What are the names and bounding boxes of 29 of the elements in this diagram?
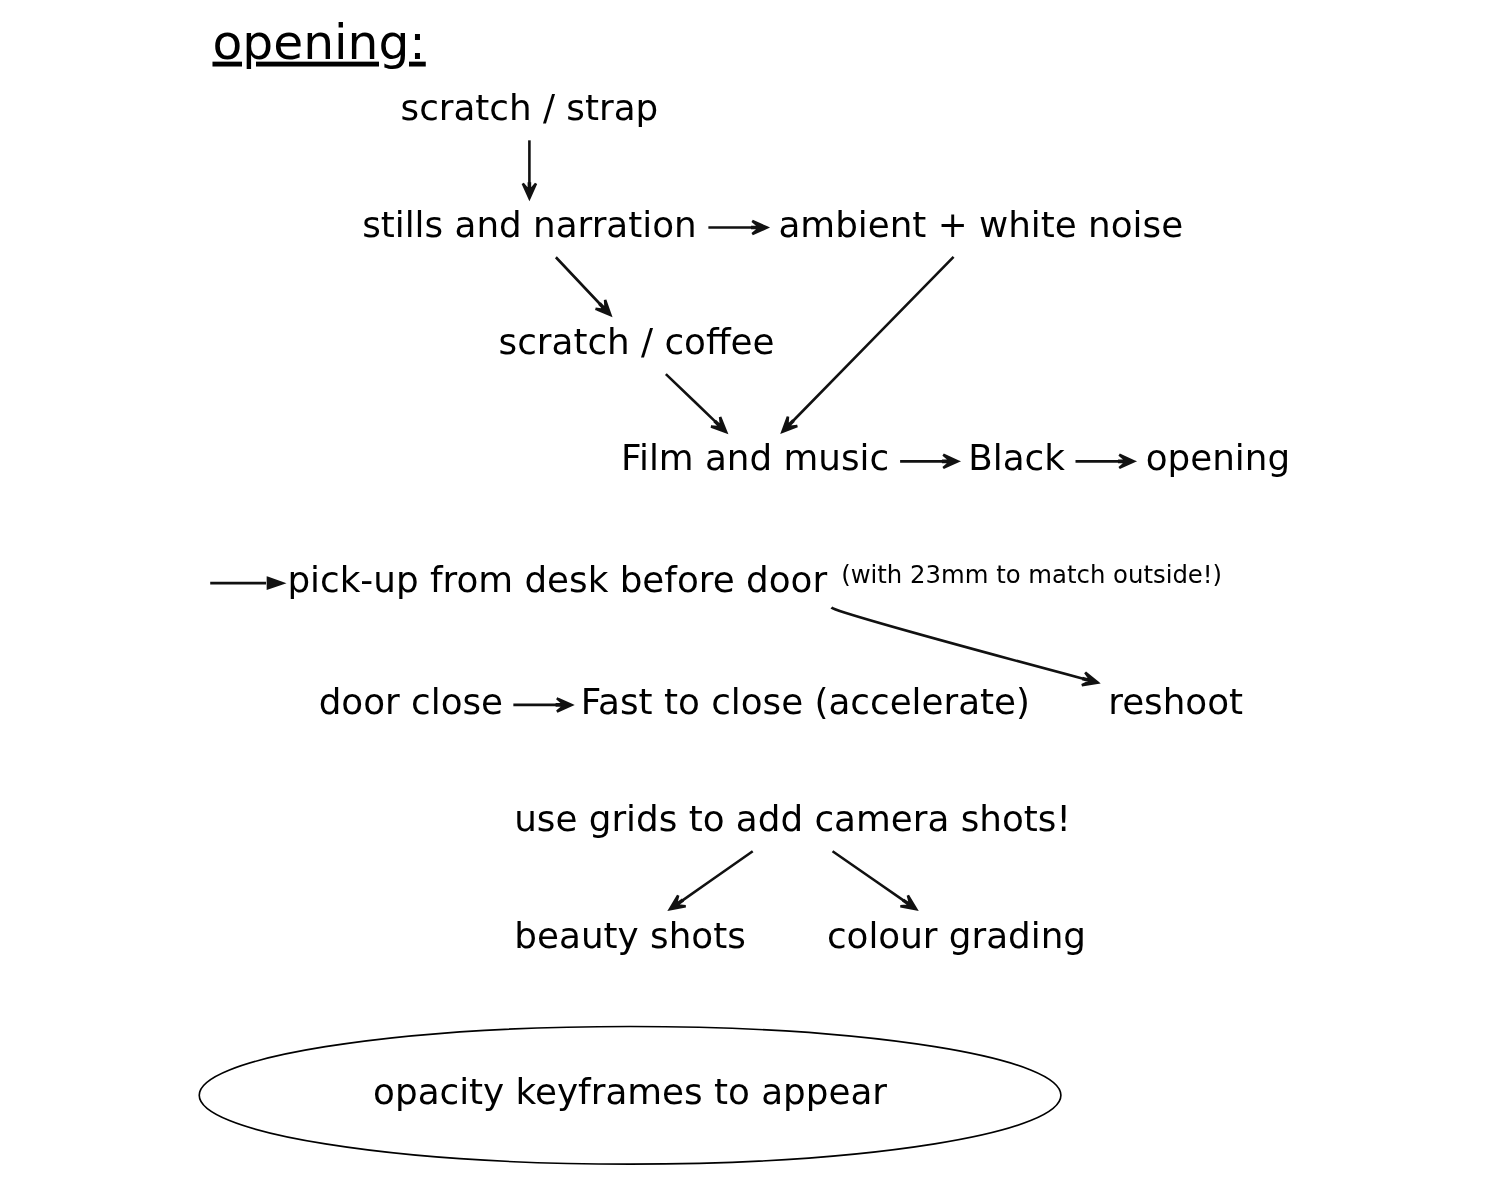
node-text: stills and narration xyxy=(361,203,697,245)
arrow xyxy=(554,256,612,317)
arrow xyxy=(521,140,537,200)
arrow xyxy=(664,373,727,434)
diagram-title: opening: xyxy=(211,13,426,70)
arrow xyxy=(831,850,917,911)
node-text: ambient + white noise xyxy=(777,203,1183,245)
node-text: reshoot xyxy=(1107,681,1243,722)
node-text: beauty shots xyxy=(513,914,746,956)
node-ellipse: opacity keyframes to appear xyxy=(197,1025,1062,1165)
node-text: pick-up from desk before door xyxy=(286,559,827,601)
arrow xyxy=(780,256,954,434)
node-text: scratch / strap xyxy=(400,86,658,128)
node-text: Black xyxy=(967,437,1065,479)
node-text: Film and music xyxy=(620,437,889,479)
node-text: opening xyxy=(1145,437,1290,479)
node-text: colour grading xyxy=(826,914,1086,956)
node-text: use grids to add camera shots! xyxy=(513,797,1071,839)
arrow xyxy=(512,697,573,713)
arrow xyxy=(209,576,286,591)
arrow xyxy=(707,219,768,236)
arrow xyxy=(1075,453,1135,470)
node-text: scratch / coffee xyxy=(498,320,775,362)
arrow xyxy=(668,850,753,911)
arrow xyxy=(899,453,959,470)
node-text: Fast to close (accelerate) xyxy=(580,681,1030,722)
arrow xyxy=(830,606,1099,687)
node-text: door close xyxy=(318,681,503,722)
node-label: (with 23mm to match outside!) xyxy=(840,560,1222,590)
